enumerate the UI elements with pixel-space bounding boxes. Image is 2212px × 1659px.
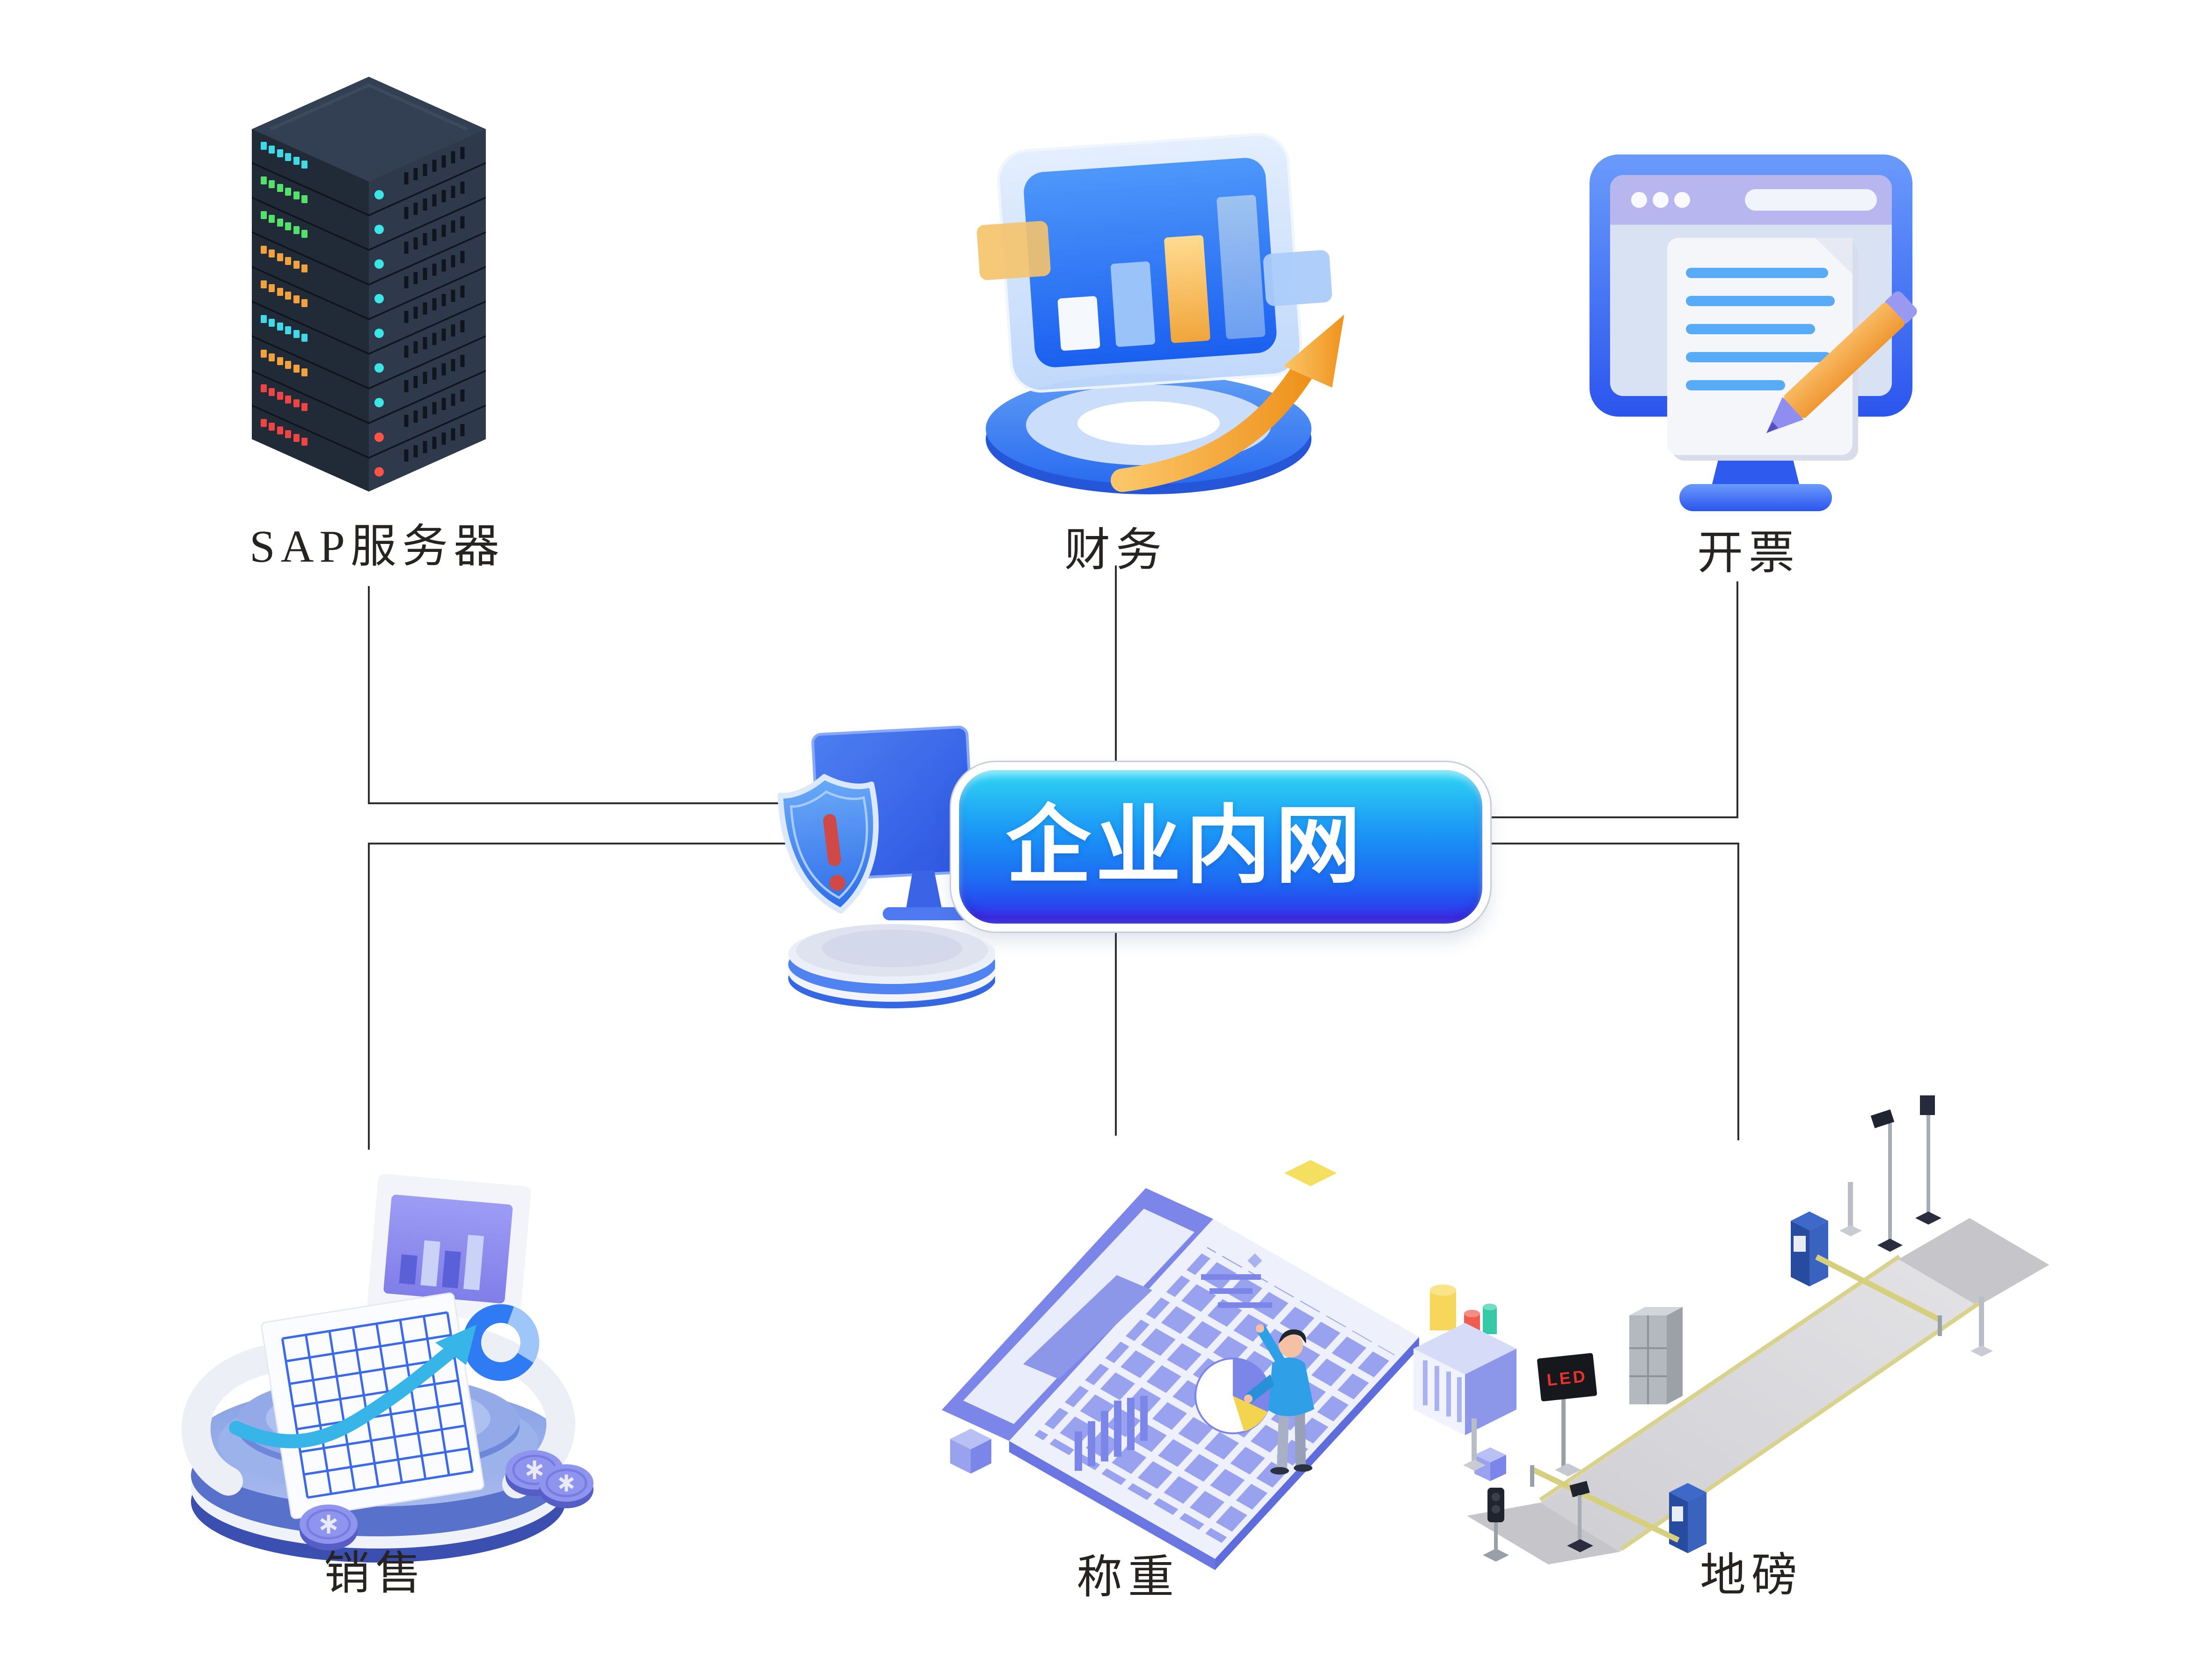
node-label-weighbridge: 地磅 [1699, 1550, 1803, 1601]
monitor-document-pen-icon [1589, 154, 1917, 511]
coin-icon [539, 1464, 593, 1508]
cube-icon [950, 1429, 991, 1474]
laptop-analyst-icon [942, 1160, 1516, 1570]
connector-weighing-vertical [1115, 931, 1117, 1136]
connector-weighbridge-horizontal [1489, 843, 1739, 844]
bollard-icon [1970, 1297, 1993, 1357]
intranet-label: 企业内网 [1006, 797, 1365, 893]
person-figure [1244, 1324, 1314, 1475]
barrier-kiosk-icon [1791, 1211, 1942, 1336]
bollard-icon [1839, 1182, 1862, 1236]
connector-finance-vertical [1115, 565, 1117, 764]
camera-pole-icon [1870, 1109, 1903, 1252]
node-label-sap-server: SAP服务器 [249, 521, 505, 572]
camera-pole-icon [1567, 1481, 1593, 1552]
intranet-pill-face [959, 770, 1482, 924]
cube-icon [1474, 1447, 1506, 1481]
connector-weighbridge-vertical [1737, 843, 1739, 1140]
intranet-pill: 企业内网 [951, 762, 1490, 932]
node-label-sales: 销售 [323, 1549, 427, 1599]
connector-sap-vertical [368, 586, 370, 804]
cabinet-icon [1629, 1307, 1683, 1404]
connector-sap-horizontal [368, 802, 785, 804]
camera-pole-icon [1915, 1095, 1941, 1225]
connector-sales-horizontal [368, 843, 787, 844]
shield-alert-icon [777, 774, 995, 1008]
bar-chart-icon [1075, 1396, 1148, 1471]
led-sign: LED [1537, 1353, 1597, 1476]
server-rack-icon [242, 77, 497, 502]
node-label-invoicing: 开票 [1697, 528, 1801, 579]
node-label-finance: 财务 [1064, 525, 1168, 576]
connector-sales-vertical [368, 843, 370, 1150]
sales-report-podium-icon [181, 1174, 593, 1563]
node-label-weighing: 称重 [1076, 1552, 1180, 1603]
bar-chart-growth-icon [976, 133, 1344, 494]
bollard-icon [1463, 1418, 1486, 1471]
coin-icon [300, 1505, 358, 1550]
led-sign-text: LED [1546, 1366, 1589, 1390]
truck-scale-icon: LED [1463, 1095, 2049, 1564]
barrier-kiosk-icon [1530, 1465, 1707, 1553]
traffic-light-icon [1483, 1488, 1509, 1562]
container-box-icon [1414, 1285, 1516, 1435]
connector-invoicing-vertical [1736, 581, 1738, 818]
connector-invoicing-horizontal [1489, 816, 1738, 818]
